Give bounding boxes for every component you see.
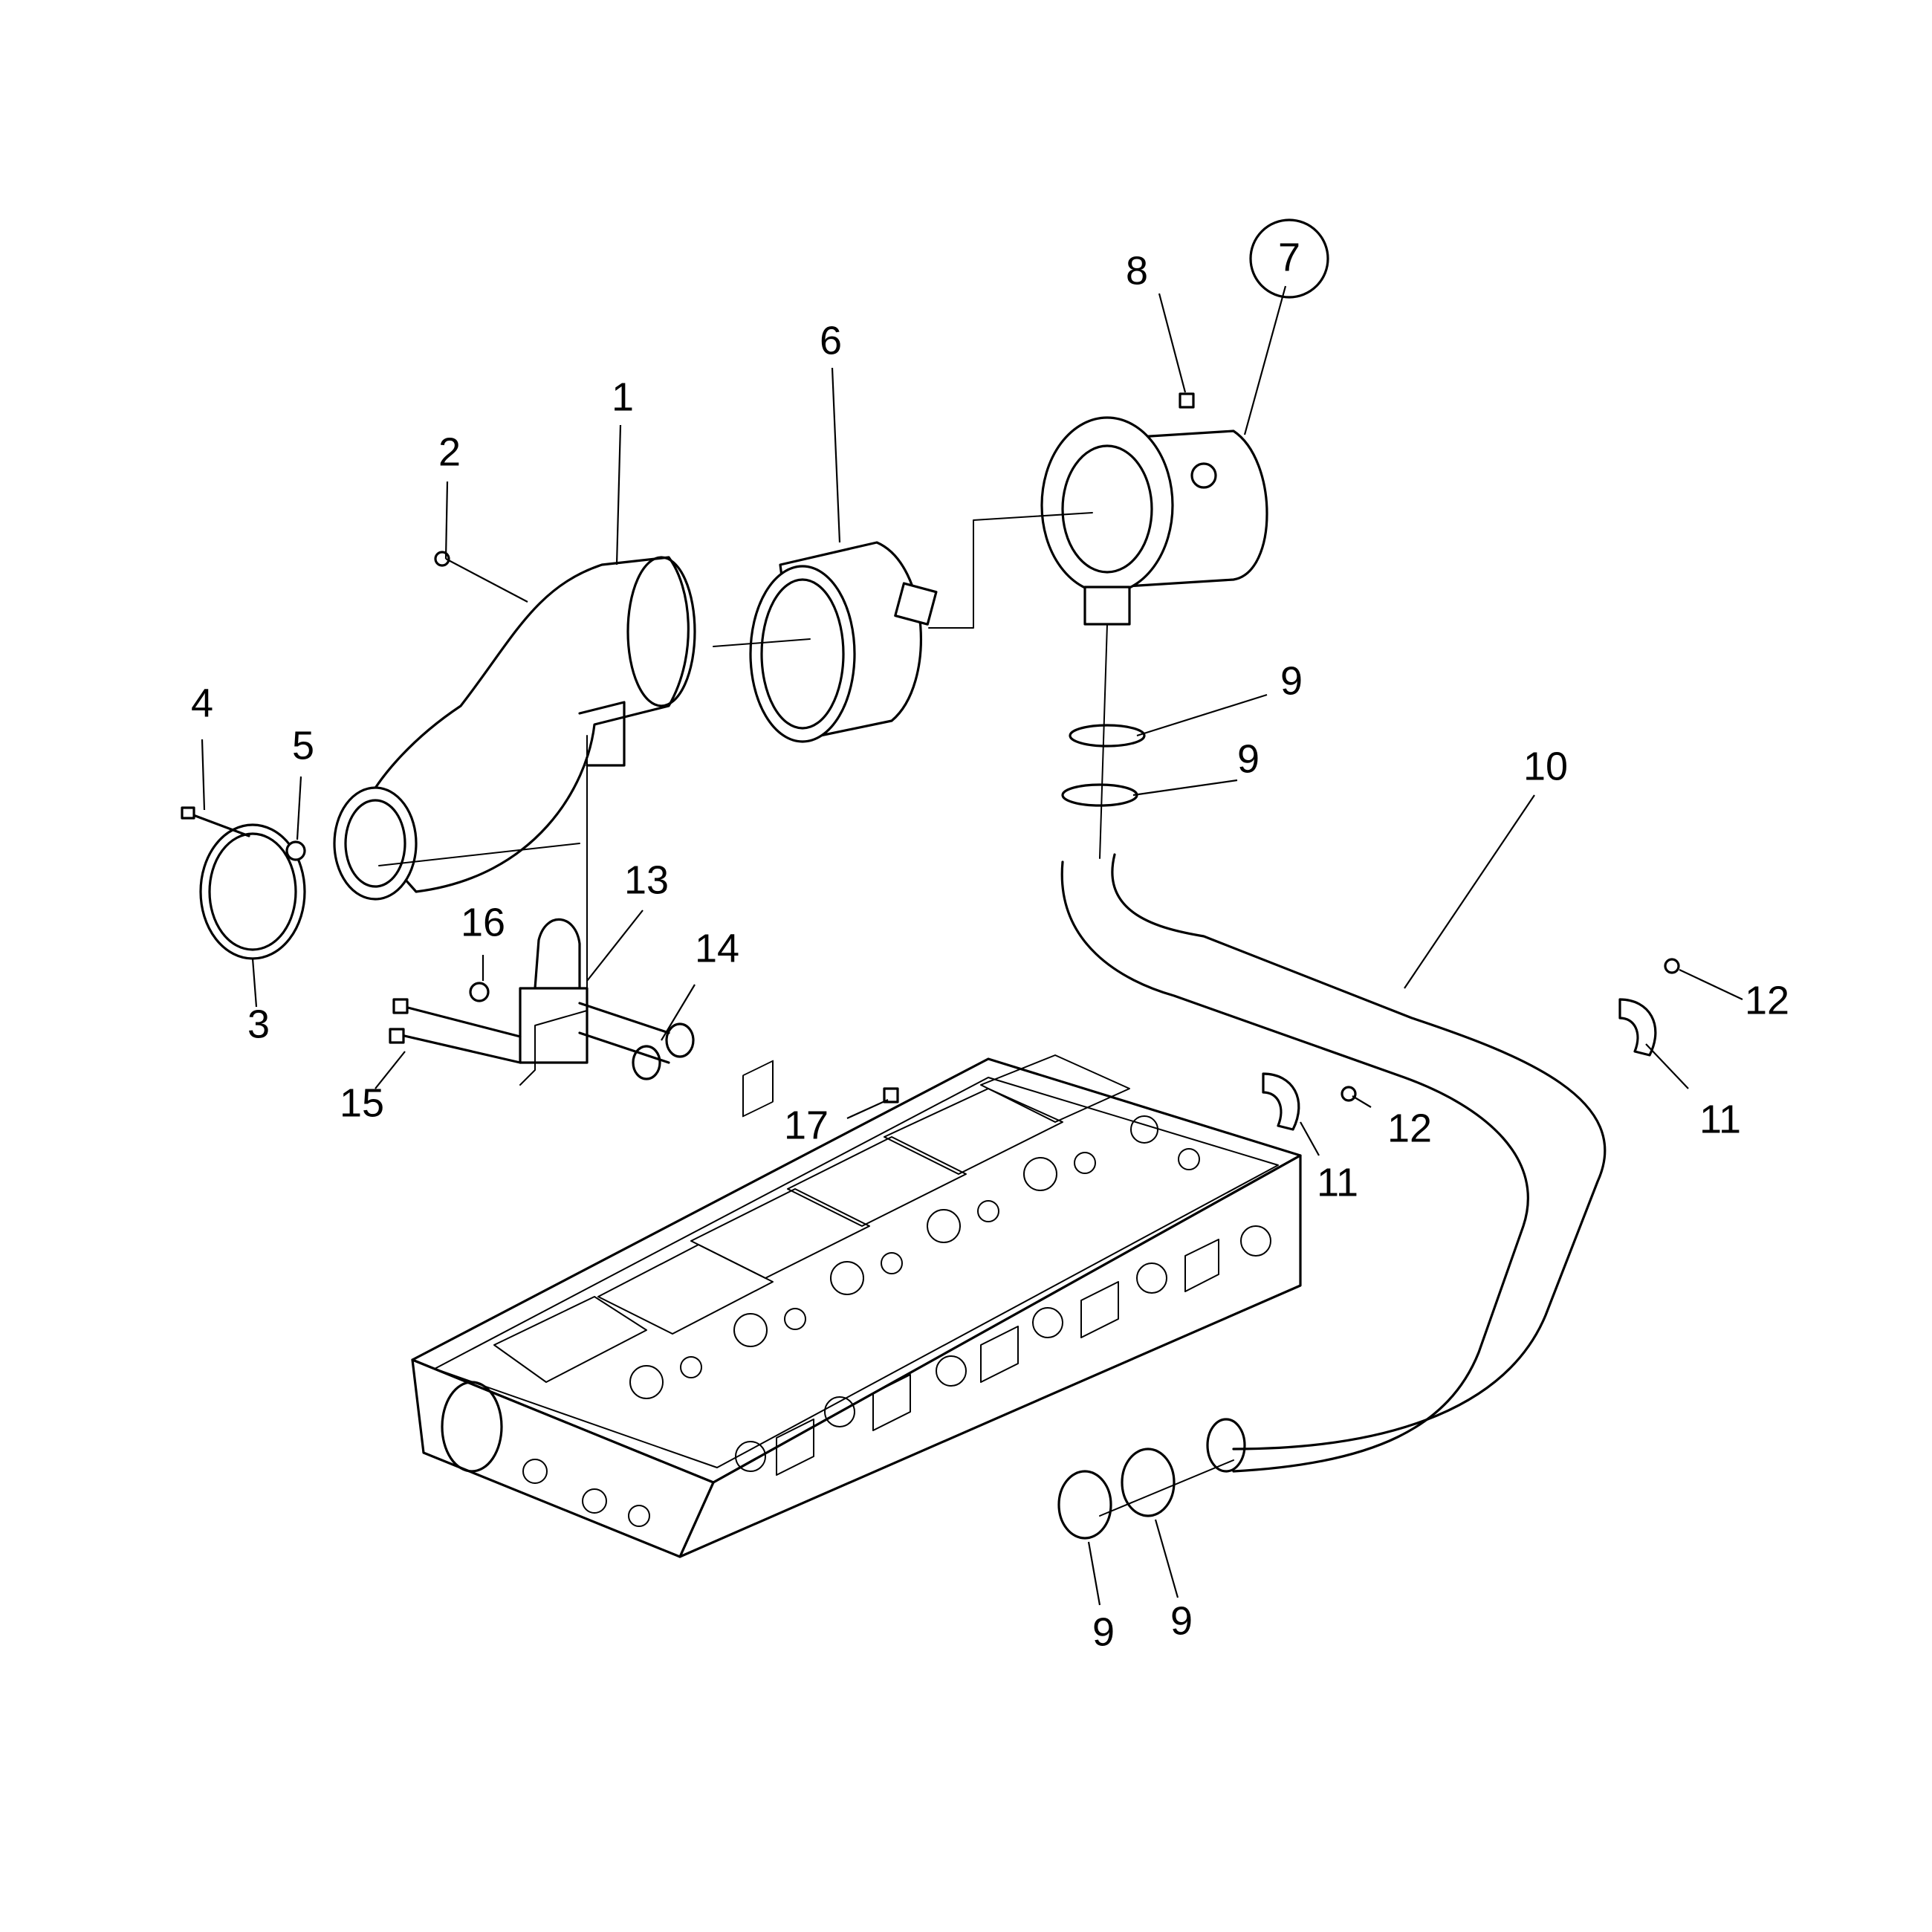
label-part-9-a: 9	[1280, 658, 1303, 703]
hose-clamp-9-a	[1069, 724, 1146, 748]
hose-clamp-9-b	[1061, 783, 1138, 807]
bolt-part-8	[1179, 392, 1195, 409]
label-part-10: 10	[1523, 744, 1568, 788]
label-part-9-c: 9	[1092, 1610, 1115, 1654]
label-part-11-b: 11	[1699, 1097, 1741, 1141]
label-part-12-b: 12	[1745, 978, 1789, 1022]
label-part-14: 14	[695, 926, 739, 970]
air-filter-part-7	[1040, 416, 1268, 626]
label-part-9-d: 9	[1170, 1598, 1193, 1643]
label-part-16: 16	[461, 900, 505, 944]
bolts-part-15	[389, 998, 522, 1064]
label-part-3: 3	[247, 1002, 270, 1046]
callout-circle-7	[1249, 218, 1329, 299]
screw-part-12-b	[1664, 958, 1680, 974]
bolt-part-17	[883, 1087, 899, 1103]
label-part-4: 4	[191, 681, 213, 725]
washer-part-5	[285, 840, 306, 861]
label-part-1: 1	[612, 375, 634, 419]
label-part-8: 8	[1126, 248, 1148, 293]
clip-part-11-a	[1262, 1072, 1300, 1131]
bellows-part-6	[749, 541, 938, 743]
label-part-5: 5	[292, 723, 314, 768]
spacer-tubes-part-14	[578, 1002, 695, 1080]
label-part-17: 17	[784, 1103, 829, 1147]
bracket-part-13	[519, 918, 589, 1064]
label-part-12-a: 12	[1387, 1106, 1432, 1150]
intake-elbow-part-1	[333, 556, 696, 901]
label-part-9-b: 9	[1237, 736, 1260, 781]
bolt-part-4	[181, 806, 250, 837]
hose-clamp-9-d	[1121, 1448, 1176, 1517]
label-part-7: 7	[1278, 235, 1300, 279]
label-part-2: 2	[438, 429, 461, 474]
label-part-6: 6	[820, 318, 842, 363]
cylinder-head	[411, 1054, 1302, 1558]
hose-clamp-9-c	[1057, 1470, 1112, 1540]
callout-lines	[201, 285, 1743, 1606]
label-part-11-a: 11	[1317, 1160, 1358, 1205]
hose-part-10	[1060, 853, 1607, 1473]
label-part-15: 15	[340, 1080, 384, 1125]
label-part-13: 13	[624, 858, 669, 902]
screw-part-12-a	[1341, 1086, 1357, 1102]
clip-part-11-b	[1618, 998, 1657, 1057]
nut-part-16	[469, 982, 490, 1002]
